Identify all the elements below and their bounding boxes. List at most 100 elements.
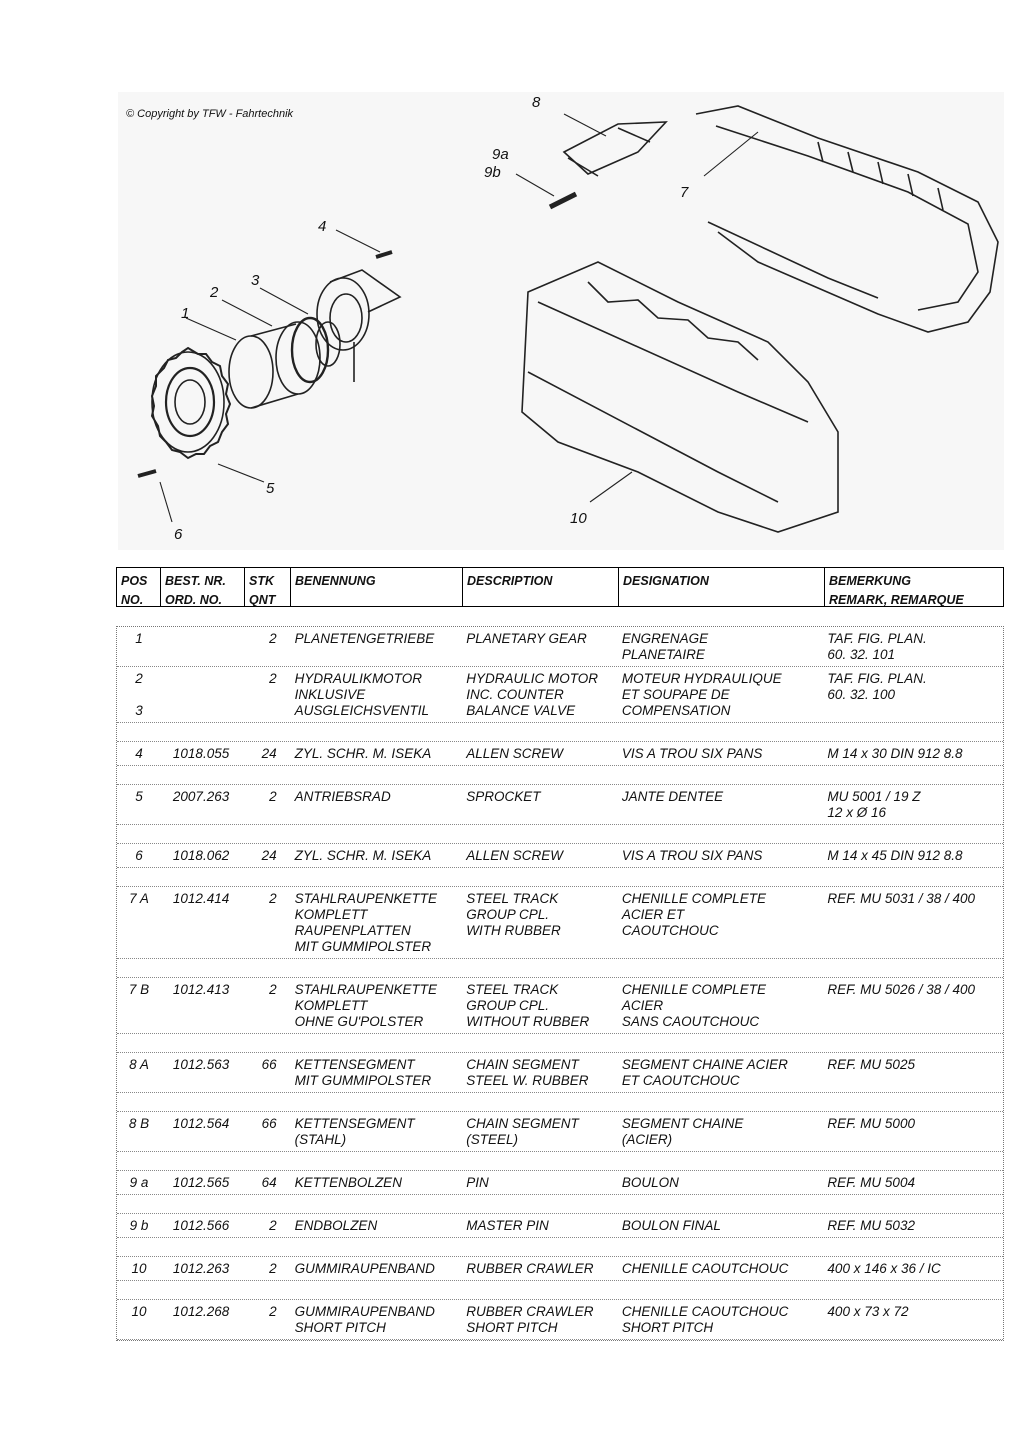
remark-cell: REF. MU 5026 / 38 / 400 xyxy=(827,982,976,997)
row-separator xyxy=(117,1195,1003,1214)
designation-cell: CHENILLE COMPLETE ACIER SANS CAOUTCHOUC xyxy=(621,982,766,1029)
callout-5: 5 xyxy=(266,480,275,497)
order-no-cell: 1012.563 xyxy=(172,1057,230,1072)
description-cell: STEEL TRACK GROUP CPL. WITH RUBBER xyxy=(466,891,561,938)
callout-10: 10 xyxy=(570,510,587,527)
designation-cell: CHENILLE CAOUTCHOUC SHORT PITCH xyxy=(621,1304,789,1335)
qty-cell: 24 xyxy=(261,746,277,761)
sprocket-drawing xyxy=(150,346,232,460)
row-separator xyxy=(117,1238,1003,1257)
table-row: 8 A 1012.563 66 KETTENSEGMENT MIT GUMMIPOLS… xyxy=(117,1053,1003,1093)
order-no-cell: 1012.268 xyxy=(172,1304,230,1319)
qty-cell: 2 xyxy=(269,631,277,646)
callout-2: 2 xyxy=(210,284,219,301)
callout-1: 1 xyxy=(181,305,190,322)
steel-track-drawing xyxy=(695,105,999,333)
qty-cell: 2 xyxy=(269,982,277,997)
motor-drawing xyxy=(228,316,341,409)
qty-cell: 2 xyxy=(269,1261,277,1276)
callout-8: 8 xyxy=(532,94,541,111)
header-benennung: BENENNUNG xyxy=(291,568,463,606)
pos-cell: 10 xyxy=(131,1304,147,1319)
designation-cell: BOULON FINAL xyxy=(621,1218,721,1233)
chain-segment-drawing xyxy=(548,121,668,210)
pos-cell: 8 A xyxy=(129,1057,149,1072)
benennung-cell: KETTENSEGMENT MIT GUMMIPOLSTER xyxy=(294,1057,432,1088)
callout-4: 4 xyxy=(318,218,327,235)
callout-7: 7 xyxy=(680,184,689,201)
designation-cell: ENGRENAGE PLANETAIRE xyxy=(621,631,709,662)
designation-cell: MOTEUR HYDRAULIQUE ET SOUPAPE DE COMPENS… xyxy=(621,671,782,718)
benennung-cell: KETTENBOLZEN xyxy=(294,1175,402,1190)
description-cell: SPROCKET xyxy=(466,789,541,804)
order-no-cell: 1012.414 xyxy=(172,891,230,906)
row-separator xyxy=(117,959,1003,978)
remark-cell: M 14 x 45 DIN 912 8.8 xyxy=(827,848,963,863)
remark-cell: 400 x 146 x 36 / IC xyxy=(827,1261,941,1276)
order-no-cell: 1012.565 xyxy=(172,1175,230,1190)
designation-cell: SEGMENT CHAINE (ACIER) xyxy=(621,1116,744,1147)
table-row: 7 B 1012.413 2 STAHLRAUPENKETTE KOMPLETT OH… xyxy=(117,978,1003,1034)
remark-cell: MU 5001 / 19 Z 12 x Ø 16 xyxy=(827,789,921,820)
description-cell: PLANETARY GEAR xyxy=(466,631,587,646)
qty-cell: 66 xyxy=(261,1057,277,1072)
description-cell: CHAIN SEGMENT STEEL W. RUBBER xyxy=(466,1057,589,1088)
description-cell: PIN xyxy=(466,1175,489,1190)
qty-cell: 2 xyxy=(269,1304,277,1319)
designation-cell: VIS A TROU SIX PANS xyxy=(621,848,763,863)
description-cell: ALLEN SCREW xyxy=(466,746,564,761)
remark-cell: REF. MU 5025 xyxy=(827,1057,915,1072)
order-no-cell: 1012.413 xyxy=(172,982,230,997)
benennung-cell: ZYL. SCHR. M. ISEKA xyxy=(294,746,432,761)
order-no-cell: 1012.564 xyxy=(172,1116,230,1131)
remark-cell: M 14 x 30 DIN 912 8.8 xyxy=(827,746,963,761)
description-cell: MASTER PIN xyxy=(466,1218,549,1233)
leader-lines xyxy=(159,113,759,523)
header-qty: STK QNT xyxy=(245,568,291,607)
benennung-cell: GUMMIRAUPENBAND SHORT PITCH xyxy=(294,1304,435,1335)
qty-cell: 66 xyxy=(261,1116,277,1131)
qty-cell: 2 xyxy=(269,789,277,804)
pos-cell: 7 A xyxy=(129,891,149,906)
row-separator xyxy=(117,825,1003,844)
remark-cell: REF. MU 5004 xyxy=(827,1175,915,1190)
benennung-cell: STAHLRAUPENKETTE KOMPLETT OHNE GU'POLSTE… xyxy=(294,982,437,1029)
header-pos: POS NO. xyxy=(117,568,161,607)
order-no-cell xyxy=(161,627,245,666)
order-no-cell: 2007.263 xyxy=(172,789,230,804)
benennung-cell: KETTENSEGMENT (STAHL) xyxy=(294,1116,415,1147)
order-no-cell: 1012.566 xyxy=(172,1218,230,1233)
callout-9b: 9b xyxy=(484,164,501,181)
rubber-crawler-drawing xyxy=(521,261,839,533)
pos-cell: 6 xyxy=(135,848,143,863)
pos-cell: 9 b xyxy=(129,1218,149,1233)
pos-cell: 10 xyxy=(131,1261,147,1276)
designation-cell: CHENILLE CAOUTCHOUC xyxy=(621,1261,789,1276)
parts-illustration xyxy=(137,105,999,533)
row-separator xyxy=(117,1093,1003,1112)
qty-cell: 2 xyxy=(269,671,277,686)
benennung-cell: ANTRIEBSRAD xyxy=(294,789,391,804)
remark-cell: TAF. FIG. PLAN. 60. 32. 101 xyxy=(827,631,927,662)
remark-cell: REF. MU 5031 / 38 / 400 xyxy=(827,891,976,906)
order-no-cell xyxy=(161,667,245,722)
designation-cell: CHENILLE COMPLETE ACIER ET CAOUTCHOUC xyxy=(621,891,766,938)
benennung-cell: ENDBOLZEN xyxy=(294,1218,378,1233)
remark-cell: 400 x 73 x 72 xyxy=(827,1304,909,1319)
designation-cell: BOULON xyxy=(621,1175,679,1190)
benennung-cell: PLANETENGETRIEBE xyxy=(294,631,435,646)
pos-cell: 7 B xyxy=(128,982,150,997)
description-cell: STEEL TRACK GROUP CPL. WITHOUT RUBBER xyxy=(466,982,590,1029)
remark-cell: REF. MU 5000 xyxy=(827,1116,915,1131)
row-separator xyxy=(117,723,1003,742)
remark-cell: REF. MU 5032 xyxy=(827,1218,915,1233)
copyright-notice: © Copyright by TFW - Fahrtechnik xyxy=(126,108,294,120)
pos-cell: 9 a xyxy=(129,1175,149,1190)
